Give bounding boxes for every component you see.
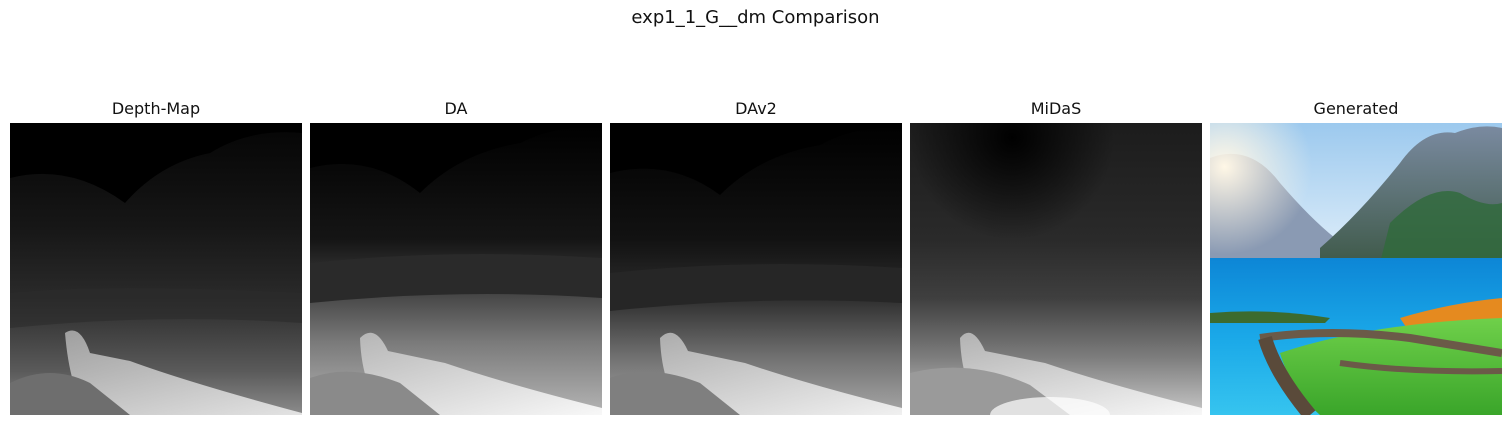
- panel-title: DAv2: [735, 99, 777, 118]
- panel-midas: MiDaS: [910, 98, 1202, 415]
- panel-dav2: DAv2: [610, 98, 902, 415]
- panel-title: DA: [444, 99, 468, 118]
- dav2-image: [610, 123, 902, 415]
- midas-graphic: [910, 123, 1202, 415]
- depth-map-graphic: [10, 123, 302, 415]
- panel-generated: Generated: [1210, 98, 1502, 415]
- panel-title: Generated: [1313, 99, 1399, 118]
- figure-title: exp1_1_G__dm Comparison: [631, 7, 880, 28]
- dav2-graphic: [610, 123, 902, 415]
- da-image: [310, 123, 602, 415]
- panel-da: DA: [310, 98, 602, 415]
- panel-title: Depth-Map: [111, 99, 201, 118]
- depth-map-image: [10, 123, 302, 415]
- generated-image: [1210, 123, 1502, 415]
- da-graphic: [310, 123, 602, 415]
- panel-title: MiDaS: [1030, 99, 1082, 118]
- panel-depth-map: Depth-Map: [10, 98, 302, 415]
- generated-landscape-graphic: [1210, 123, 1502, 415]
- midas-image: [910, 123, 1202, 415]
